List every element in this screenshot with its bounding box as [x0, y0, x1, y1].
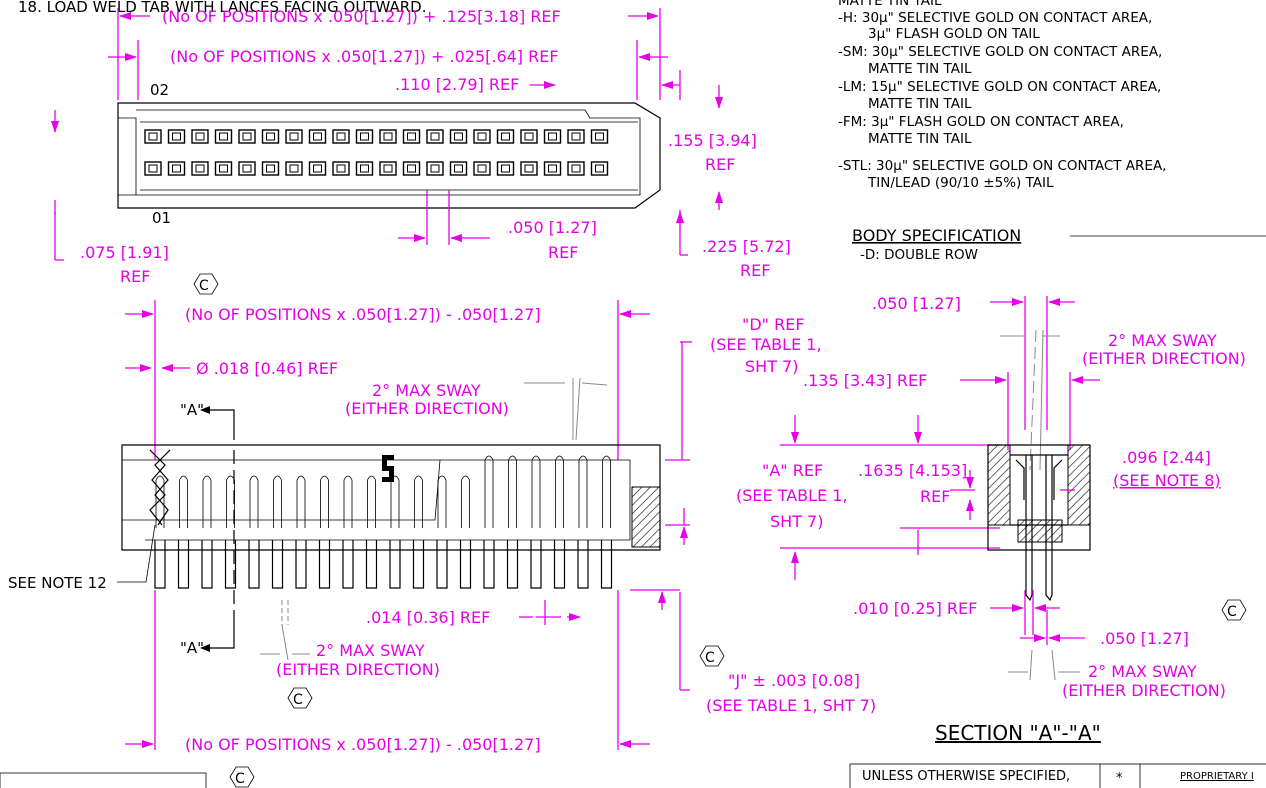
dim-pitch-val: .050 [1.27]: [508, 218, 597, 237]
dim-span-top: (No OF POSITIONS x .050[1.27]) - .050[1.…: [185, 305, 541, 324]
dim-span-bottom: (No OF POSITIONS x .050[1.27]) - .050[1.…: [185, 735, 541, 754]
dim-left-ref: REF: [120, 267, 150, 286]
plating-spec: MATTE TIN TAIL -H: 30µ" SELECTIVE GOLD O…: [838, 0, 1166, 191]
dim-depth-val: .225 [5.72]: [702, 237, 791, 256]
body-spec: BODY SPECIFICATION -D: DOUBLE ROW: [852, 226, 1266, 263]
plating-line: 3µ" FLASH GOLD ON TAIL: [868, 26, 1040, 42]
plating-line: MATTE TIN TAIL: [868, 96, 972, 112]
dim-height-val-sec: .1635 [4.153]: [858, 461, 967, 480]
section-title: SECTION "A"-"A": [935, 721, 1101, 745]
dim-pitch-top: .050 [1.27]: [872, 294, 961, 313]
dim-d-l3: SHT 7): [745, 357, 798, 376]
dim-tail-gap: .010 [0.25] REF: [853, 599, 977, 618]
row-label-01: 01: [152, 209, 171, 227]
dim-pin-dia: Ø .018 [0.46] REF: [196, 359, 338, 378]
dim-side-note: (SEE NOTE 8): [1113, 471, 1221, 490]
dim-inner: (No OF POSITIONS x .050[1.27]) + .025[.6…: [170, 47, 559, 66]
sway-top-l1: 2° MAX SWAY: [1108, 331, 1217, 350]
row-label-02: 02: [150, 81, 169, 99]
section-label-bottom: "A": [180, 639, 204, 657]
body-spec-item: -D: DOUBLE ROW: [860, 247, 978, 263]
see-note-12: SEE NOTE 12: [8, 574, 107, 592]
dim-j-l1: "J" ± .003 [0.08]: [728, 671, 860, 690]
dim-offset: .110 [2.79] REF: [395, 75, 519, 94]
sway-1-l1: 2° MAX SWAY: [372, 381, 481, 400]
sway-top-l2: (EITHER DIRECTION): [1082, 349, 1246, 368]
dim-a-l3: SHT 7): [770, 512, 823, 531]
plating-line: -H: 30µ" SELECTIVE GOLD ON CONTACT AREA,: [838, 10, 1152, 26]
dim-side-val: .096 [2.44]: [1122, 448, 1211, 467]
dim-a-l1: "A" REF: [762, 461, 823, 480]
dim-height-ref-sec: REF: [920, 487, 950, 506]
revision-symbol: C: [699, 645, 725, 667]
plating-line: -FM: 3µ" FLASH GOLD ON CONTACT AREA,: [838, 114, 1124, 130]
title-star: *: [1116, 771, 1123, 786]
dim-a-l2: (SEE TABLE 1,: [736, 486, 848, 505]
dim-height-ref: REF: [705, 155, 735, 174]
plating-line: TIN/LEAD (90/10 ±5%) TAIL: [867, 175, 1054, 191]
plating-line: -STL: 30µ" SELECTIVE GOLD ON CONTACT ARE…: [838, 158, 1166, 174]
body-spec-heading: BODY SPECIFICATION: [852, 226, 1021, 245]
sway-2-l2: (EITHER DIRECTION): [276, 660, 440, 679]
title-block: UNLESS OTHERWISE SPECIFIED, * PROPRIETAR…: [0, 763, 1266, 788]
revision-symbol-text: C: [293, 692, 303, 708]
revision-symbol: C: [1221, 599, 1247, 621]
dim-overall: (No OF POSITIONS x .050[1.27]) + .125[3.…: [162, 7, 561, 26]
dim-pitch-bottom: .050 [1.27]: [1100, 629, 1189, 648]
dim-left-val: .075 [1.91]: [80, 243, 169, 262]
sway-2-l1: 2° MAX SWAY: [316, 641, 425, 660]
plating-line: MATTE TIN TAIL: [838, 0, 942, 9]
top-view: (No OF POSITIONS x .050[1.27]) + .125[3.…: [51, 7, 791, 286]
dim-gap: .014 [0.36] REF: [366, 608, 490, 627]
dim-depth-ref: REF: [740, 261, 770, 280]
revision-symbol-text: C: [199, 278, 209, 294]
dim-pitch-ref: REF: [548, 243, 578, 262]
revision-symbol-text: C: [1227, 604, 1237, 620]
revision-symbol-text: C: [235, 771, 245, 787]
section-label-top: "A": [180, 401, 204, 419]
sway-bottom-l2: (EITHER DIRECTION): [1062, 681, 1226, 700]
title-unless: UNLESS OTHERWISE SPECIFIED,: [862, 769, 1070, 784]
dim-d-l2: (SEE TABLE 1,: [710, 335, 822, 354]
dim-height-val: .155 [3.94]: [668, 131, 757, 150]
plating-line: MATTE TIN TAIL: [868, 61, 972, 77]
plating-line: MATTE TIN TAIL: [868, 131, 972, 147]
title-proprietary: PROPRIETARY I: [1180, 771, 1254, 782]
s-logo: [382, 455, 394, 482]
plating-line: -SM: 30µ" SELECTIVE GOLD ON CONTACT AREA…: [838, 44, 1162, 60]
revision-symbol-text: C: [705, 650, 715, 666]
revision-symbol: C: [287, 687, 313, 709]
dim-d-l1: "D" REF: [742, 315, 805, 334]
sway-bottom-l1: 2° MAX SWAY: [1088, 662, 1197, 681]
plating-line: -LM: 15µ" SELECTIVE GOLD ON CONTACT AREA…: [838, 79, 1161, 95]
revision-symbol: C: [193, 273, 219, 295]
front-view: C (No OF POSITIONS x .050[1.27]) - .050[…: [8, 273, 876, 788]
dim-width: .135 [3.43] REF: [803, 371, 927, 390]
sway-1-l2: (EITHER DIRECTION): [345, 399, 509, 418]
section-view: .050 [1.27] 2° MAX SWAY (EITHER DIRECTIO…: [736, 294, 1247, 745]
revision-symbol: C: [229, 766, 255, 788]
dim-j-l2: (SEE TABLE 1, SHT 7): [706, 696, 876, 715]
